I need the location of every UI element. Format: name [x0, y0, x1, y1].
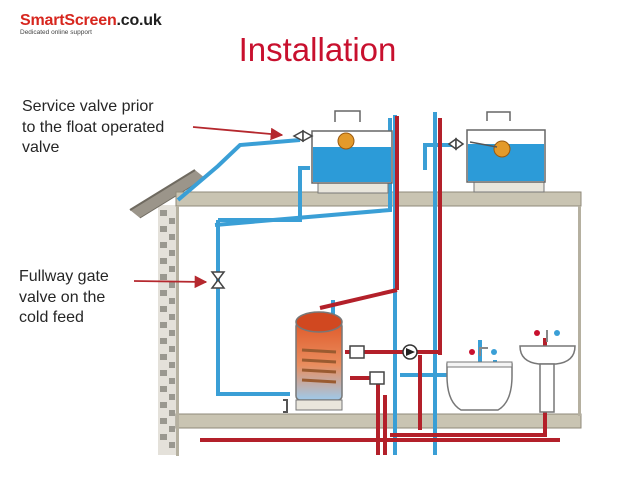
- callout-gate-valve: Fullway gate valve on the cold feed: [19, 267, 139, 329]
- logo-brand-dark: .co.uk: [116, 12, 162, 29]
- logo: SmartScreen.co.uk Dedicated online suppo…: [20, 12, 162, 37]
- cold-water-tank-second: [466, 111, 546, 193]
- pump-icon: [402, 344, 418, 360]
- cold-water-tank-main: [311, 110, 393, 194]
- callout-line: valve on the: [19, 288, 106, 306]
- callout-line: Service valve prior: [22, 98, 154, 115]
- callout-service-valve: Service valve prior to the float operate…: [22, 97, 192, 159]
- callout-line: valve: [22, 139, 60, 156]
- callout-arrow-service-valve: [192, 126, 284, 141]
- logo-wordmark: SmartScreen.co.uk: [20, 12, 162, 29]
- hot-water-cylinder: [295, 311, 343, 411]
- callout-line: to the float operated: [22, 118, 165, 136]
- service-valve-second-icon: [447, 137, 465, 151]
- callout-line: cold feed: [19, 309, 84, 326]
- callout-arrow-gate-valve: [133, 275, 208, 289]
- brick-wall: [158, 205, 176, 455]
- motorised-valve-icon: [349, 345, 385, 385]
- logo-brand-red: SmartScreen: [20, 12, 117, 29]
- gate-valve-icon: [210, 271, 226, 289]
- service-valve-icon: [292, 129, 314, 143]
- logo-tagline: Dedicated online support: [20, 29, 92, 36]
- page-title: Installation: [238, 31, 397, 68]
- drain-cock-icon: [283, 399, 288, 413]
- bath: [446, 347, 513, 411]
- callout-line: Fullway gate: [19, 268, 109, 285]
- washbasin: [519, 330, 576, 413]
